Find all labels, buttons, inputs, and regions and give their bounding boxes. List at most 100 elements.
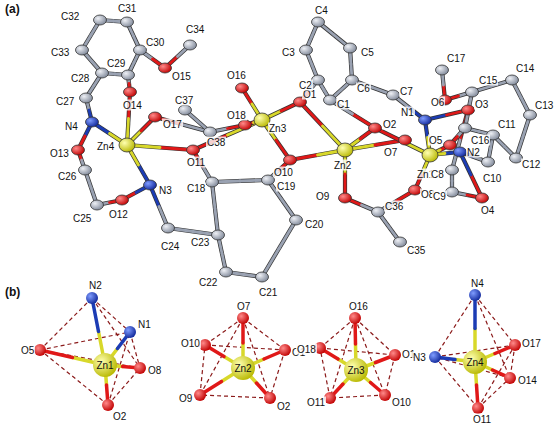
atom (462, 105, 475, 115)
atom-label: O14 (122, 100, 143, 111)
atom-label: Zn3 (346, 365, 365, 376)
atom-label: O4 (480, 205, 495, 216)
atom (300, 45, 313, 55)
atom (524, 110, 537, 120)
atom-label: C13 (534, 100, 554, 111)
atom (116, 195, 129, 205)
atom-label: O11 (472, 414, 492, 425)
atom-label: O12 (108, 209, 129, 220)
atom (220, 267, 233, 277)
atom-label: C18 (186, 183, 206, 194)
atom-label: C14 (515, 63, 535, 74)
atom (372, 207, 385, 217)
atom-label: O8 (147, 365, 162, 376)
atom (284, 155, 297, 165)
atom (349, 312, 361, 324)
atom-label: O7 (383, 147, 398, 158)
atom-label: O5 (428, 135, 443, 146)
zinc-atom (93, 353, 117, 377)
zinc-atom (344, 358, 368, 382)
bond-outline (262, 220, 296, 277)
atom (469, 289, 481, 301)
atom (212, 230, 225, 240)
atom (387, 90, 400, 100)
atom-label: Zn2 (333, 160, 352, 171)
atom (91, 200, 104, 210)
atom-label: O10 (180, 338, 201, 349)
atom (454, 147, 467, 157)
atom-label: N1 (400, 107, 415, 118)
atom-label: C27 (55, 96, 75, 107)
bond-outline (85, 170, 97, 205)
atom (86, 117, 99, 127)
atom (482, 157, 495, 167)
atom (72, 145, 85, 155)
polyhedron-edge (200, 318, 243, 395)
polyhedron-edge (355, 318, 385, 395)
atom-label: C10 (482, 173, 502, 184)
atom (80, 93, 93, 103)
atom (504, 372, 516, 384)
atom-label: C21 (258, 287, 278, 298)
atom-label: Zn2 (233, 363, 252, 374)
atom-label: C25 (72, 213, 92, 224)
polyhedron-edge (385, 355, 395, 395)
panel-label: (a) (4, 4, 21, 15)
atom (290, 215, 303, 225)
atom (466, 87, 479, 97)
atom-label: N3 (158, 185, 173, 196)
bond-outline (218, 235, 226, 272)
atom-label: O11 (186, 157, 206, 168)
atom-label: C5 (360, 47, 375, 58)
polyhedron-edge (243, 318, 285, 350)
zinc-atom (463, 350, 487, 374)
atom-label: C11 (497, 119, 517, 130)
atom (79, 165, 92, 175)
atom-label: O11 (306, 397, 326, 408)
atom-label: O16 (348, 301, 369, 312)
atom (204, 127, 217, 137)
atom (399, 135, 412, 145)
atom-label: C22 (198, 277, 218, 288)
atom-label: C33 (50, 47, 70, 58)
bond-outline (168, 228, 218, 235)
atom-label: C35 (406, 245, 426, 256)
atom (256, 272, 269, 282)
atom (459, 123, 472, 133)
atom-label: O17 (162, 119, 183, 130)
bond-outline (155, 117, 210, 132)
atom-label: C15 (478, 75, 498, 86)
atom-label: Zn3 (268, 123, 287, 134)
atom (436, 65, 449, 75)
atom (472, 402, 484, 414)
atom-label: C37 (174, 95, 194, 106)
bond-outline (378, 190, 415, 212)
atom-label: C19 (276, 181, 296, 192)
atom-label: C17 (446, 53, 466, 64)
polyhedron-edge (355, 318, 395, 355)
atom (444, 140, 457, 150)
polyhedron-edge (475, 295, 515, 345)
atom (76, 45, 89, 55)
atom-label: O18 (226, 110, 247, 121)
atom-label: N2 (466, 147, 481, 158)
atom-label: O9 (178, 393, 193, 404)
atom (124, 87, 137, 97)
atom (312, 17, 325, 27)
atom (237, 312, 249, 324)
atom (379, 389, 391, 401)
atom-label: C16 (470, 135, 490, 146)
bond-outline (268, 180, 296, 220)
atom (344, 43, 357, 53)
atom-label: N3 (412, 352, 427, 363)
atom-label: C38 (206, 137, 226, 148)
polyhedron-edge (92, 298, 130, 332)
atom (394, 237, 407, 247)
bond-outline (290, 150, 345, 160)
atom-label: O13 (49, 148, 70, 159)
atom-label: O9 (315, 191, 330, 202)
atom-label: N1 (137, 319, 152, 330)
bond-outline (212, 180, 268, 182)
bond-outline (212, 182, 218, 235)
atom-label: O10 (391, 397, 412, 408)
